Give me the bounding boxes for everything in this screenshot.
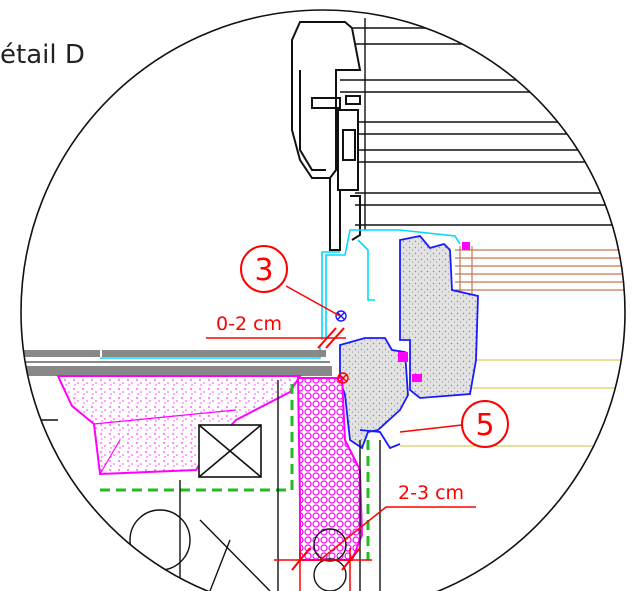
dimension-top: 0-2 cm: [206, 313, 346, 349]
honeycomb-insulation: [296, 377, 364, 561]
wall-lines: [21, 380, 381, 591]
detail-circle-outline: [20, 9, 626, 591]
dashed-membrane: [100, 378, 370, 560]
shutter-box: [291, 21, 362, 251]
callout-5-number: 5: [475, 408, 494, 443]
window-frame: [339, 235, 479, 450]
insulation-wedge: [56, 375, 302, 476]
dimension-bottom-label: 2-3 cm: [398, 482, 464, 504]
membrane: [100, 229, 461, 359]
callout-3-number: 3: [254, 253, 273, 288]
shutter-lamellas: [340, 18, 625, 230]
glazing-timber: [455, 246, 625, 296]
dimension-bottom: 2-3 cm: [274, 482, 476, 591]
sill: [21, 350, 332, 376]
drawing-content: [21, 18, 625, 591]
annotation-marks: [335, 310, 347, 322]
cross-box: [198, 424, 262, 478]
callout-5: 5: [399, 400, 509, 448]
detail-title: étail D: [0, 40, 85, 70]
callout-3: 3: [240, 245, 341, 317]
dimension-top-label: 0-2 cm: [216, 313, 282, 335]
